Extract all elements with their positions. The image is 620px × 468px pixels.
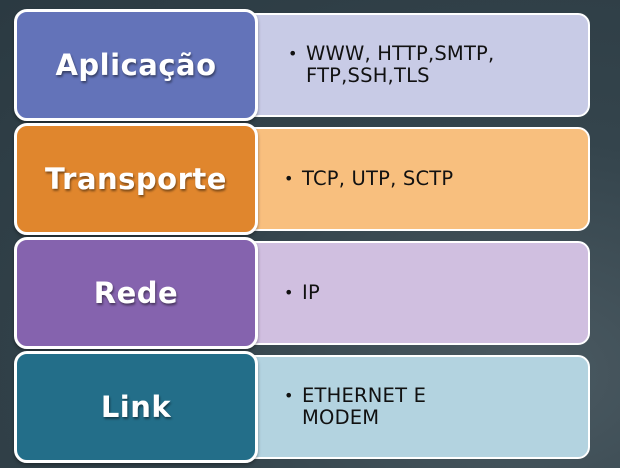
bullet-icon: • — [288, 44, 298, 63]
layer-transporte-label: Transporte — [45, 162, 227, 196]
layer-transporte-detail-item: • TCP, UTP, SCTP — [284, 168, 453, 190]
layer-aplicacao-label-box: Aplicação — [14, 9, 258, 121]
layer-link-label-box: Link — [14, 351, 258, 463]
layer-link-detail-box: • ETHERNET E MODEM — [236, 355, 590, 459]
layer-link-detail-text: ETHERNET E MODEM — [302, 384, 427, 429]
layer-aplicacao-detail-box: • WWW, HTTP,SMTP, FTP,SSH,TLS — [236, 13, 590, 117]
layer-link: • ETHERNET E MODEM Link — [0, 351, 620, 463]
layer-rede-detail-text: IP — [302, 281, 320, 304]
layer-rede-label: Rede — [93, 276, 179, 310]
layer-transporte-detail-text: TCP, UTP, SCTP — [302, 167, 454, 190]
layer-transporte: • TCP, UTP, SCTP Transporte — [0, 123, 620, 235]
layer-rede-detail-item: • IP — [284, 282, 320, 304]
layer-link-detail-item: • ETHERNET E MODEM — [284, 385, 478, 429]
layer-rede: • IP Rede — [0, 237, 620, 349]
layer-link-label: Link — [100, 390, 172, 424]
layer-aplicacao-detail-item: • WWW, HTTP,SMTP, FTP,SSH,TLS — [288, 43, 528, 87]
bullet-icon: • — [284, 283, 294, 302]
layer-rede-detail-box: • IP — [236, 241, 590, 345]
layer-rede-label-box: Rede — [14, 237, 258, 349]
bullet-icon: • — [284, 386, 294, 405]
bullet-icon: • — [284, 169, 294, 188]
layer-aplicacao-label: Aplicação — [55, 48, 217, 82]
layer-aplicacao: • WWW, HTTP,SMTP, FTP,SSH,TLS Aplicação — [0, 9, 620, 121]
layer-transporte-label-box: Transporte — [14, 123, 258, 235]
layer-aplicacao-detail-text: WWW, HTTP,SMTP, FTP,SSH,TLS — [306, 42, 495, 87]
layer-transporte-detail-box: • TCP, UTP, SCTP — [236, 127, 590, 231]
